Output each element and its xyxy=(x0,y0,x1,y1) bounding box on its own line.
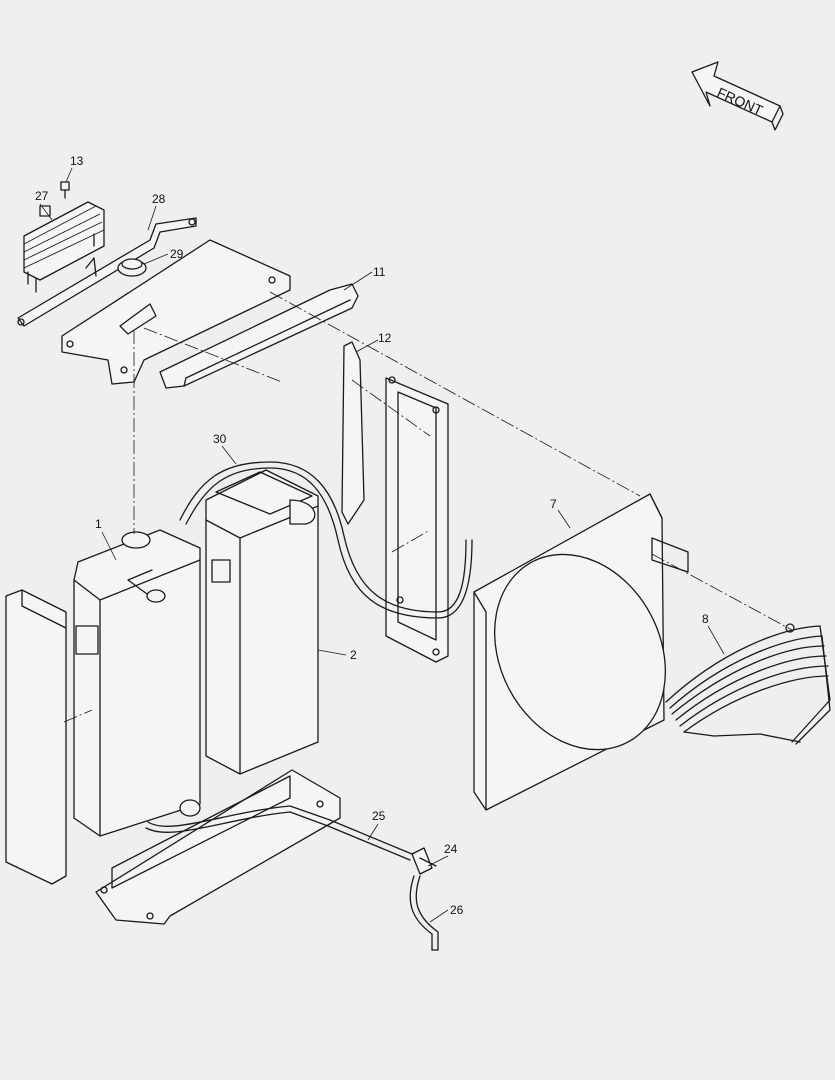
callout-label-8: 8 xyxy=(702,612,709,626)
callout-label-29: 29 xyxy=(170,247,184,261)
side-strip-part-12 xyxy=(341,341,365,525)
callout-12: 12 xyxy=(355,331,392,353)
callout-28: 28 xyxy=(147,192,166,231)
callout-7: 7 xyxy=(550,497,571,529)
callout-label-12: 12 xyxy=(378,331,392,345)
callout-label-11: 11 xyxy=(373,265,386,279)
callout-24: 24 xyxy=(427,842,458,867)
callout-2: 2 xyxy=(317,648,357,662)
callout-label-27: 27 xyxy=(35,189,49,203)
drain-hose-part-25 xyxy=(145,805,413,861)
callout-30: 30 xyxy=(213,432,237,465)
callout-label-26: 26 xyxy=(450,903,464,917)
alignment-lines xyxy=(63,291,793,723)
callout-label-25: 25 xyxy=(372,809,386,823)
callout-1: 1 xyxy=(95,517,117,561)
callout-label-24: 24 xyxy=(444,842,458,856)
callout-13: 13 xyxy=(65,154,84,183)
callout-26: 26 xyxy=(429,903,464,923)
callout-25: 25 xyxy=(367,809,386,841)
callout-8: 8 xyxy=(702,612,725,655)
radiator-part-1 xyxy=(73,529,201,837)
callout-label-2: 2 xyxy=(350,648,357,662)
callout-label-7: 7 xyxy=(550,497,557,511)
drain-tube-part-26 xyxy=(409,875,439,951)
callout-label-13: 13 xyxy=(70,154,84,168)
callout-29: 29 xyxy=(143,247,184,265)
callout-11: 11 xyxy=(343,265,386,291)
bottom-mounting-plate xyxy=(95,769,341,925)
intercooler-part-2 xyxy=(205,469,319,775)
fan-guard-part-8 xyxy=(665,623,831,745)
radiator-cap-part-29 xyxy=(117,258,147,277)
bracket-part-28 xyxy=(17,217,197,327)
callout-label-28: 28 xyxy=(152,192,166,206)
top-mounting-plate xyxy=(61,239,291,385)
side-shield xyxy=(5,589,67,885)
drain-valve-part-24 xyxy=(411,847,437,875)
side-bracket xyxy=(385,376,449,663)
callout-27: 27 xyxy=(35,189,53,221)
callout-label-30: 30 xyxy=(213,432,227,446)
fan-shroud-part-7 xyxy=(473,493,689,811)
bolt-part-13 xyxy=(60,181,70,199)
front-direction-arrow: FRONT xyxy=(691,61,784,131)
seal-strip-part-11 xyxy=(159,283,359,389)
callout-label-1: 1 xyxy=(95,517,102,531)
hose-part-30 xyxy=(179,461,473,619)
